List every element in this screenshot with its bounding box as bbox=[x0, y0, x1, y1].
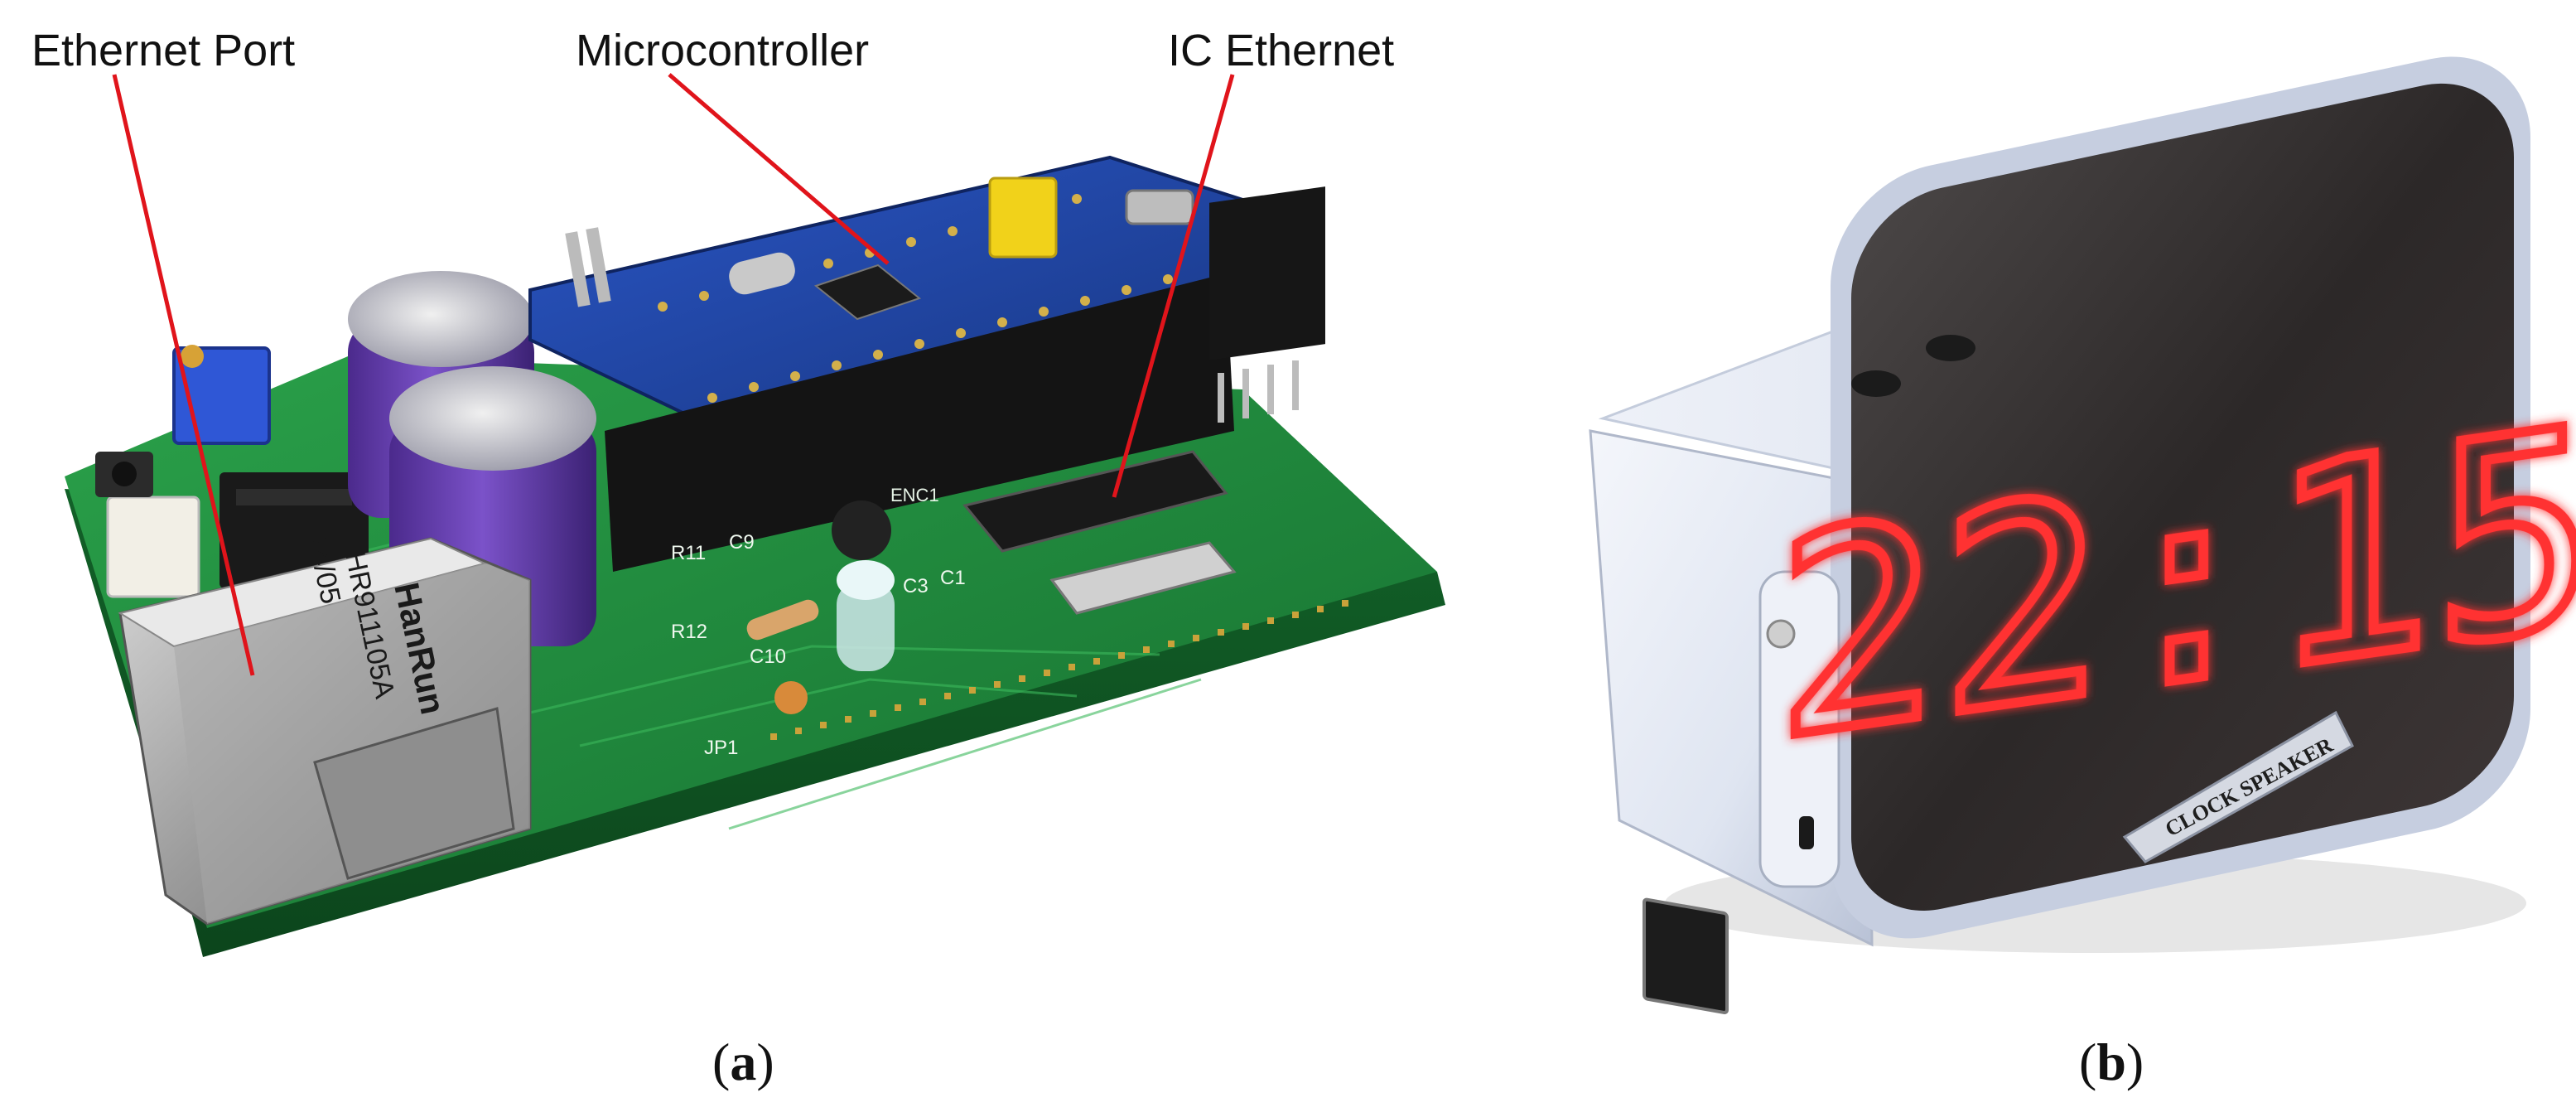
callout-microcontroller: Microcontroller bbox=[576, 26, 870, 75]
right-pin-header bbox=[1209, 186, 1325, 423]
clock-top-button-2 bbox=[1926, 335, 1975, 361]
white-jst-connector bbox=[106, 496, 200, 598]
ceramic-capacitor bbox=[774, 681, 808, 714]
silkscreen-r12: R12 bbox=[671, 621, 707, 643]
microcontroller-chip bbox=[813, 264, 922, 321]
callout-ethernet-port: Ethernet Port bbox=[31, 26, 296, 75]
callout-ic-ethernet: IC Ethernet bbox=[1168, 26, 1395, 75]
ethernet-ic bbox=[962, 450, 1237, 615]
blue-pill-board bbox=[528, 155, 1294, 572]
caption-panel-b: (b) bbox=[2079, 1032, 2144, 1091]
callout-line-microcontroller bbox=[668, 73, 890, 265]
silkscreen-c9: C9 bbox=[729, 531, 755, 554]
clock-side-panel bbox=[1758, 570, 1840, 888]
callout-line-ethernet-port bbox=[112, 74, 255, 676]
caption-panel-a-letter: a bbox=[730, 1032, 757, 1091]
silkscreen-c1: C1 bbox=[940, 567, 966, 589]
header-pin-row-jp1 bbox=[770, 600, 1348, 740]
panel-b-clock-photo: 22:15 CLOCK SPEAKER bbox=[1589, 56, 2576, 1015]
caption-panel-b-letter: b bbox=[2096, 1032, 2126, 1091]
clock-top-button-1 bbox=[1851, 370, 1901, 397]
clock-label-plate bbox=[2122, 710, 2354, 863]
callout-lines bbox=[112, 73, 1235, 676]
clock-ethernet-port bbox=[1643, 897, 1729, 1015]
clock-mirror-screen bbox=[1851, 83, 2514, 911]
panel-a-pcb-photo: HanRun HR911105A 24/05 bbox=[65, 73, 1445, 957]
resistor bbox=[746, 599, 819, 641]
board-crystal bbox=[729, 252, 795, 295]
smd-inductor bbox=[832, 500, 891, 560]
ethernet-rj45-jack bbox=[118, 537, 532, 926]
silkscreen-r11: R11 bbox=[671, 542, 706, 564]
silkscreen-c10: C10 bbox=[750, 646, 786, 668]
silkscreen-enc1: ENC1 bbox=[890, 485, 939, 505]
silkscreen-jp1: JP1 bbox=[704, 737, 738, 759]
blue-potentiometer bbox=[172, 346, 271, 445]
caption-panel-a: (a) bbox=[712, 1032, 774, 1091]
callout-line-ic-ethernet bbox=[1112, 74, 1235, 498]
silkscreen-c3: C3 bbox=[903, 575, 929, 597]
micro-usb-port bbox=[1125, 189, 1194, 225]
yellow-boot-jumpers bbox=[988, 176, 1058, 259]
clear-led bbox=[837, 560, 895, 671]
